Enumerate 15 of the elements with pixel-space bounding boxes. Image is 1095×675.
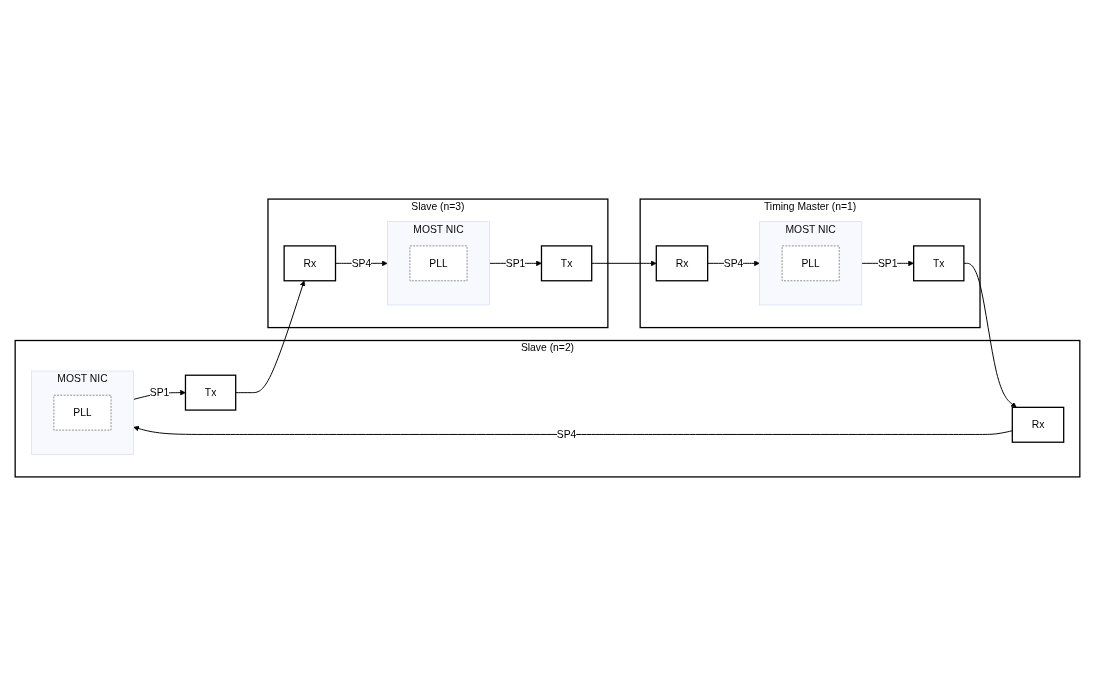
node-box: Rx <box>1011 406 1065 443</box>
edge-label: SP1 <box>149 386 170 398</box>
node-box: Rx <box>283 244 337 281</box>
edge-label: SP4 <box>351 257 372 268</box>
edge-label: SP4 <box>723 257 744 268</box>
edge-label: SP1 <box>877 257 898 268</box>
node-box: Rx <box>655 244 709 281</box>
node-box: PLL <box>53 394 112 430</box>
node-box: PLL <box>409 245 468 281</box>
node-box: Tx <box>913 244 965 281</box>
node-box: Tx <box>540 244 593 281</box>
edge-label: SP4 <box>556 428 577 440</box>
node-box: PLL <box>781 245 840 281</box>
edge-label: SP1 <box>505 257 526 268</box>
node-box: Tx <box>184 374 237 411</box>
